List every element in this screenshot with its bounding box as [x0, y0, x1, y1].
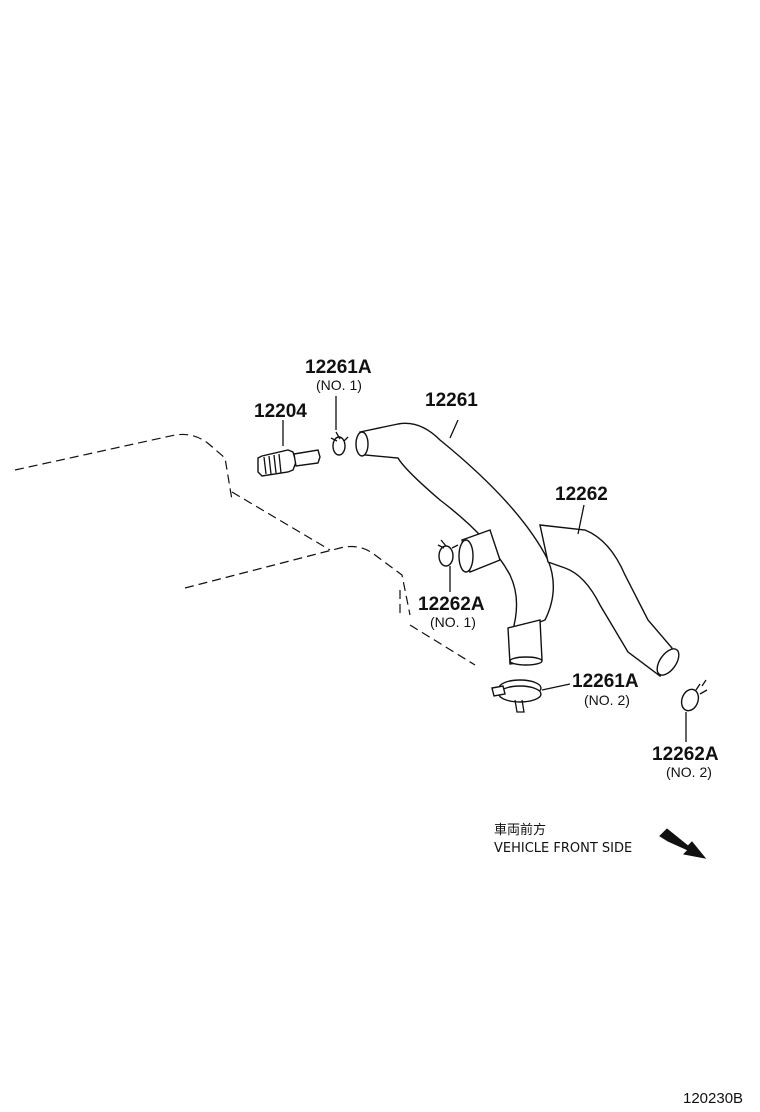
label-12261a-no2: 12261A	[572, 671, 639, 692]
label-12204: 12204	[254, 401, 307, 422]
hose-pipe-stub[interactable]	[458, 529, 501, 573]
hose-clip-12261a-no1[interactable]	[330, 396, 349, 456]
label-12262: 12262	[555, 484, 608, 505]
vehicle-front-japanese: 車両前方	[494, 822, 546, 838]
engine-cover-outline	[14, 433, 476, 666]
ventilation-hose-12261[interactable]	[355, 419, 554, 666]
pcv-valve[interactable]	[257, 420, 321, 477]
label-12261a-no1: 12261A	[305, 357, 372, 378]
ventilation-hose-12262[interactable]	[539, 504, 683, 679]
label-12261a-no2-sub: (NO. 2)	[584, 692, 630, 708]
label-12261a-no1-sub: (NO. 1)	[316, 377, 362, 393]
figure-code: 120230B	[683, 1090, 743, 1107]
hose-clip-12262a-no2[interactable]	[679, 679, 708, 742]
label-12261: 12261	[425, 390, 478, 411]
label-12262a-no1: 12262A	[418, 594, 485, 615]
label-12262a-no2-sub: (NO. 2)	[666, 764, 712, 780]
hose-clip-12262a-no1[interactable]	[437, 539, 459, 592]
vehicle-front-english: VEHICLE FRONT SIDE	[494, 841, 632, 856]
arrow-down-right-icon	[659, 828, 707, 859]
label-12262a-no1-sub: (NO. 1)	[430, 614, 476, 630]
hose-clamp-12261a-no2[interactable]	[491, 679, 571, 713]
label-12262a-no2: 12262A	[652, 744, 719, 765]
